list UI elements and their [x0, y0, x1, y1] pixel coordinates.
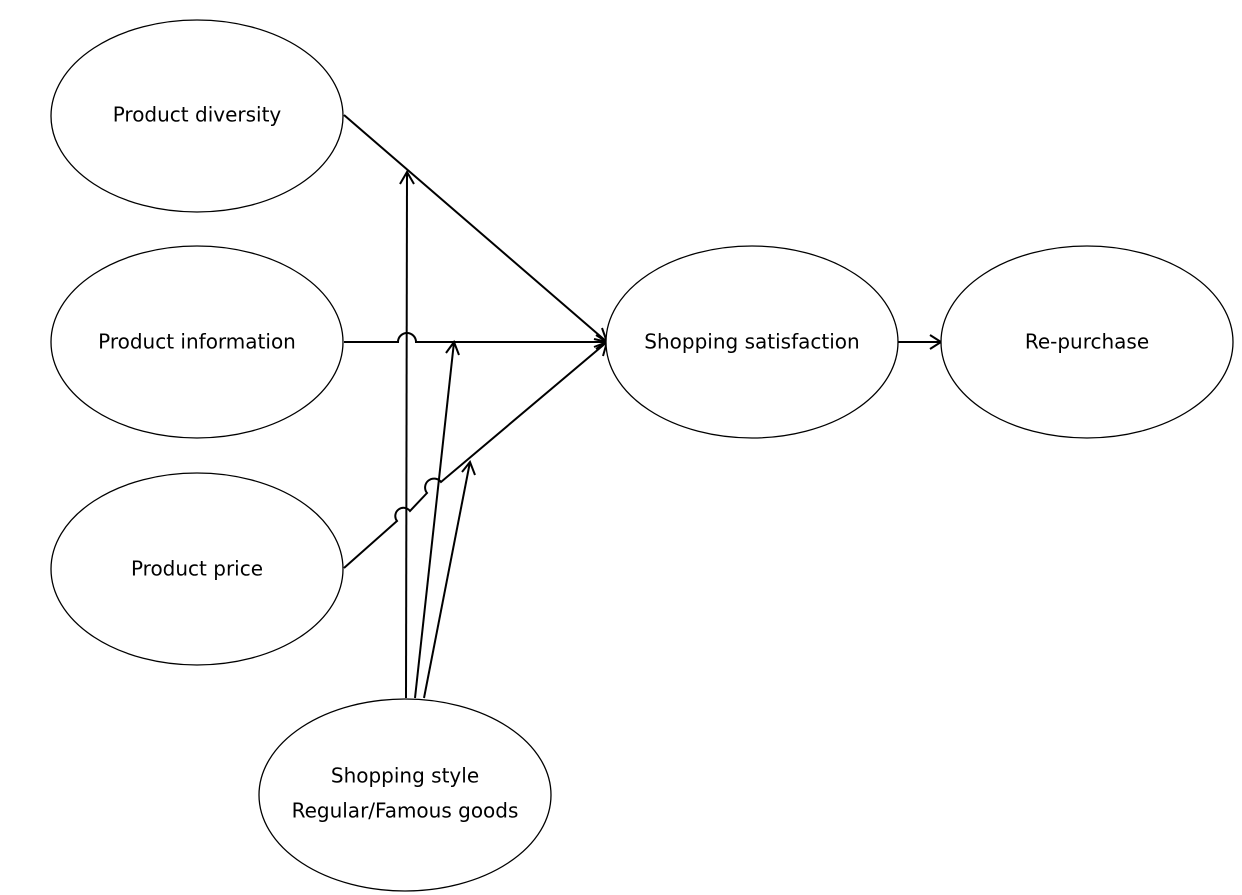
edges	[343, 114, 943, 699]
edge-style-to-diversity-path	[405, 171, 408, 699]
node-shape	[258, 698, 552, 892]
node-product-information: Product information	[50, 245, 344, 439]
arrowhead-style-to-diversity-path	[399, 170, 415, 185]
node-label: Product price	[131, 557, 263, 581]
node-product-price: Product price	[50, 472, 344, 666]
node-label-line2: Regular/Famous goods	[292, 799, 519, 823]
node-shape	[50, 245, 344, 439]
edge-diversity-to-satisfaction	[343, 114, 608, 343]
edge-style-to-price-path	[423, 461, 471, 699]
edge-price-to-satisfaction	[343, 341, 608, 569]
node-shape	[50, 19, 344, 213]
arrowhead-style-to-information-path	[445, 339, 460, 356]
node-re-purchase: Re-purchase	[940, 245, 1234, 439]
node-label: Product diversity	[113, 103, 282, 127]
node-shape	[50, 472, 344, 666]
node-shopping-satisfaction: Shopping satisfaction	[605, 245, 899, 439]
node-label: Product information	[98, 330, 296, 354]
node-label: Re-purchase	[1025, 330, 1149, 354]
node-shape	[940, 245, 1234, 439]
edge-information-to-satisfaction	[344, 332, 607, 343]
node-label: Shopping satisfaction	[644, 330, 859, 354]
edge-style-to-information-path	[414, 341, 455, 699]
node-shopping-style: Shopping style Regular/Famous goods	[258, 698, 552, 892]
node-label-line1: Shopping style	[331, 764, 479, 788]
arrowhead-style-to-price-path	[461, 460, 476, 476]
node-shape	[605, 245, 899, 439]
node-product-diversity: Product diversity	[50, 19, 344, 213]
